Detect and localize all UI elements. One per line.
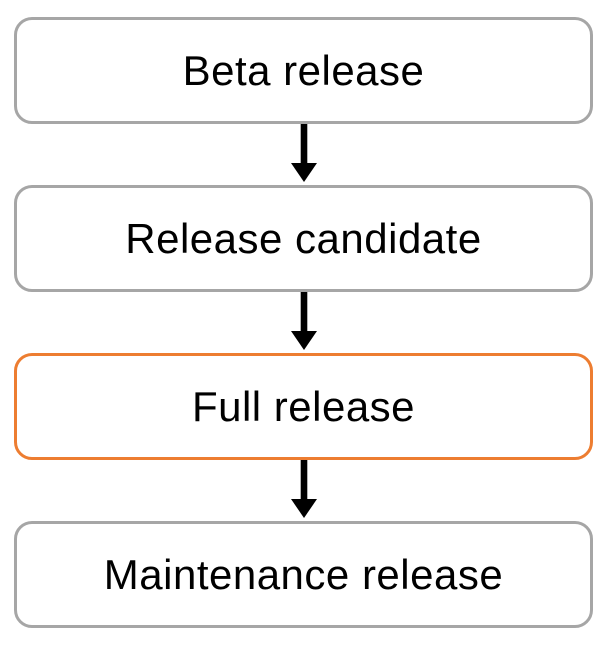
connector-1 (289, 124, 319, 185)
node-full-release: Full release (14, 353, 593, 460)
down-arrow-icon (290, 460, 317, 518)
down-arrow-icon (290, 292, 317, 350)
connector-3 (289, 460, 319, 521)
node-label: Maintenance release (103, 550, 504, 598)
node-label: Release candidate (125, 214, 482, 262)
release-flowchart: Beta release Release candidate Full rele… (14, 17, 593, 628)
connector-2 (289, 292, 319, 353)
node-beta-release: Beta release (14, 17, 593, 124)
down-arrow-icon (290, 124, 317, 182)
node-label: Full release (191, 382, 416, 430)
node-release-candidate: Release candidate (14, 185, 593, 292)
node-label: Beta release (182, 46, 425, 94)
node-maintenance-release: Maintenance release (14, 521, 593, 628)
